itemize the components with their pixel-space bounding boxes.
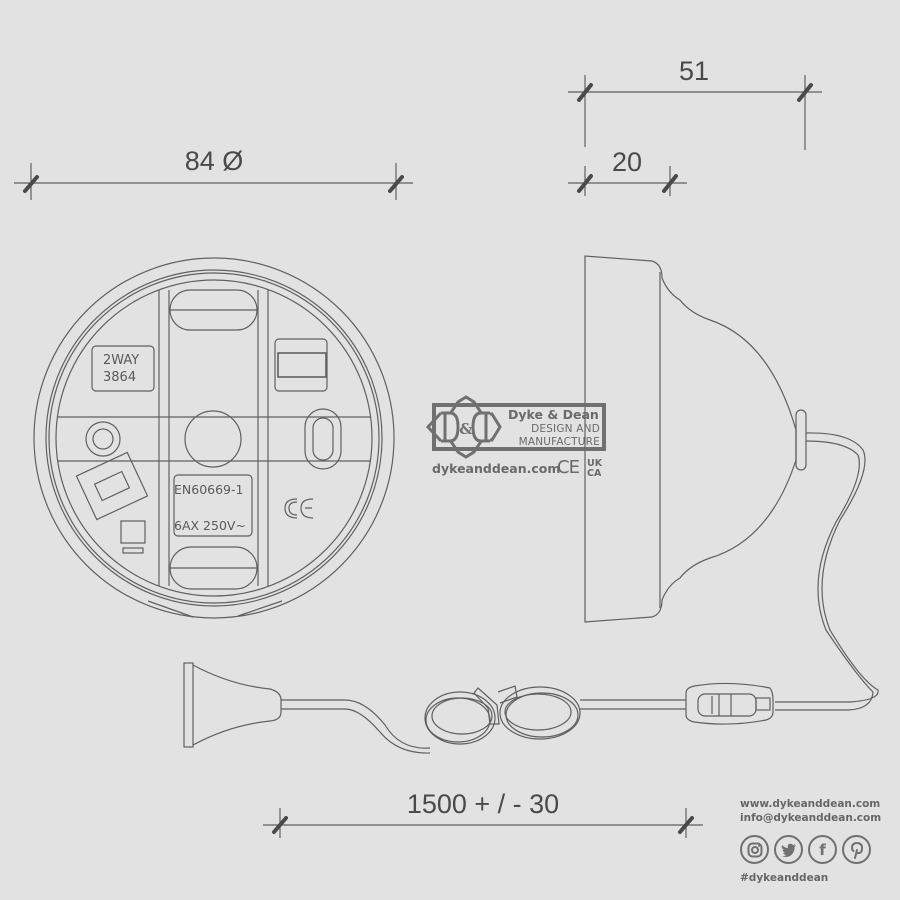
ukca-bottom: CA (587, 468, 602, 479)
footer-website-link[interactable]: www.dykeanddean.com (740, 798, 881, 810)
ce-mark-icon: CE (557, 457, 580, 478)
dimension-depth-total-label: 51 (678, 56, 710, 86)
switch-front-view (33, 257, 395, 619)
dimension-line-diameter (14, 163, 413, 200)
ukca-mark-icon: UK CA (587, 459, 602, 479)
footer-email-link[interactable]: info@dykeanddean.com (740, 812, 882, 824)
switch-model-label: 3864 (103, 370, 137, 385)
brand-tagline-2: MANUFACTURE (518, 436, 600, 448)
switch-type-label: 2WAY (103, 353, 140, 368)
dimension-line-depth-total (568, 75, 822, 150)
svg-text:&: & (459, 420, 473, 438)
dimension-diameter-label: 84 Ø (184, 146, 244, 176)
social-icons: f (740, 835, 871, 864)
dimension-line-cord-length (263, 808, 703, 838)
switch-side-view (584, 255, 879, 711)
instagram-icon[interactable] (740, 835, 769, 864)
brand-tagline-1: DESIGN AND (531, 423, 600, 435)
rating-label: 6AX 250V~ (174, 518, 246, 533)
standard-label: EN60669-1 (174, 482, 244, 497)
pull-cord (183, 662, 774, 754)
ukca-top: UK (587, 458, 603, 469)
dimension-cord-length-label: 1500 + / - 30 (406, 789, 560, 819)
brand-name: Dyke & Dean (508, 407, 599, 422)
brand-url[interactable]: dykeanddean.com (432, 461, 561, 476)
footer-hashtag: #dykeanddean (740, 872, 829, 884)
dimension-line-depth-base (568, 166, 687, 196)
ce-mark-face (284, 498, 314, 519)
dimension-depth-base-label: 20 (611, 147, 643, 177)
pinterest-icon[interactable] (842, 835, 871, 864)
facebook-icon[interactable]: f (808, 835, 837, 864)
twitter-icon[interactable] (774, 835, 803, 864)
brand-logo-frame (432, 403, 606, 451)
